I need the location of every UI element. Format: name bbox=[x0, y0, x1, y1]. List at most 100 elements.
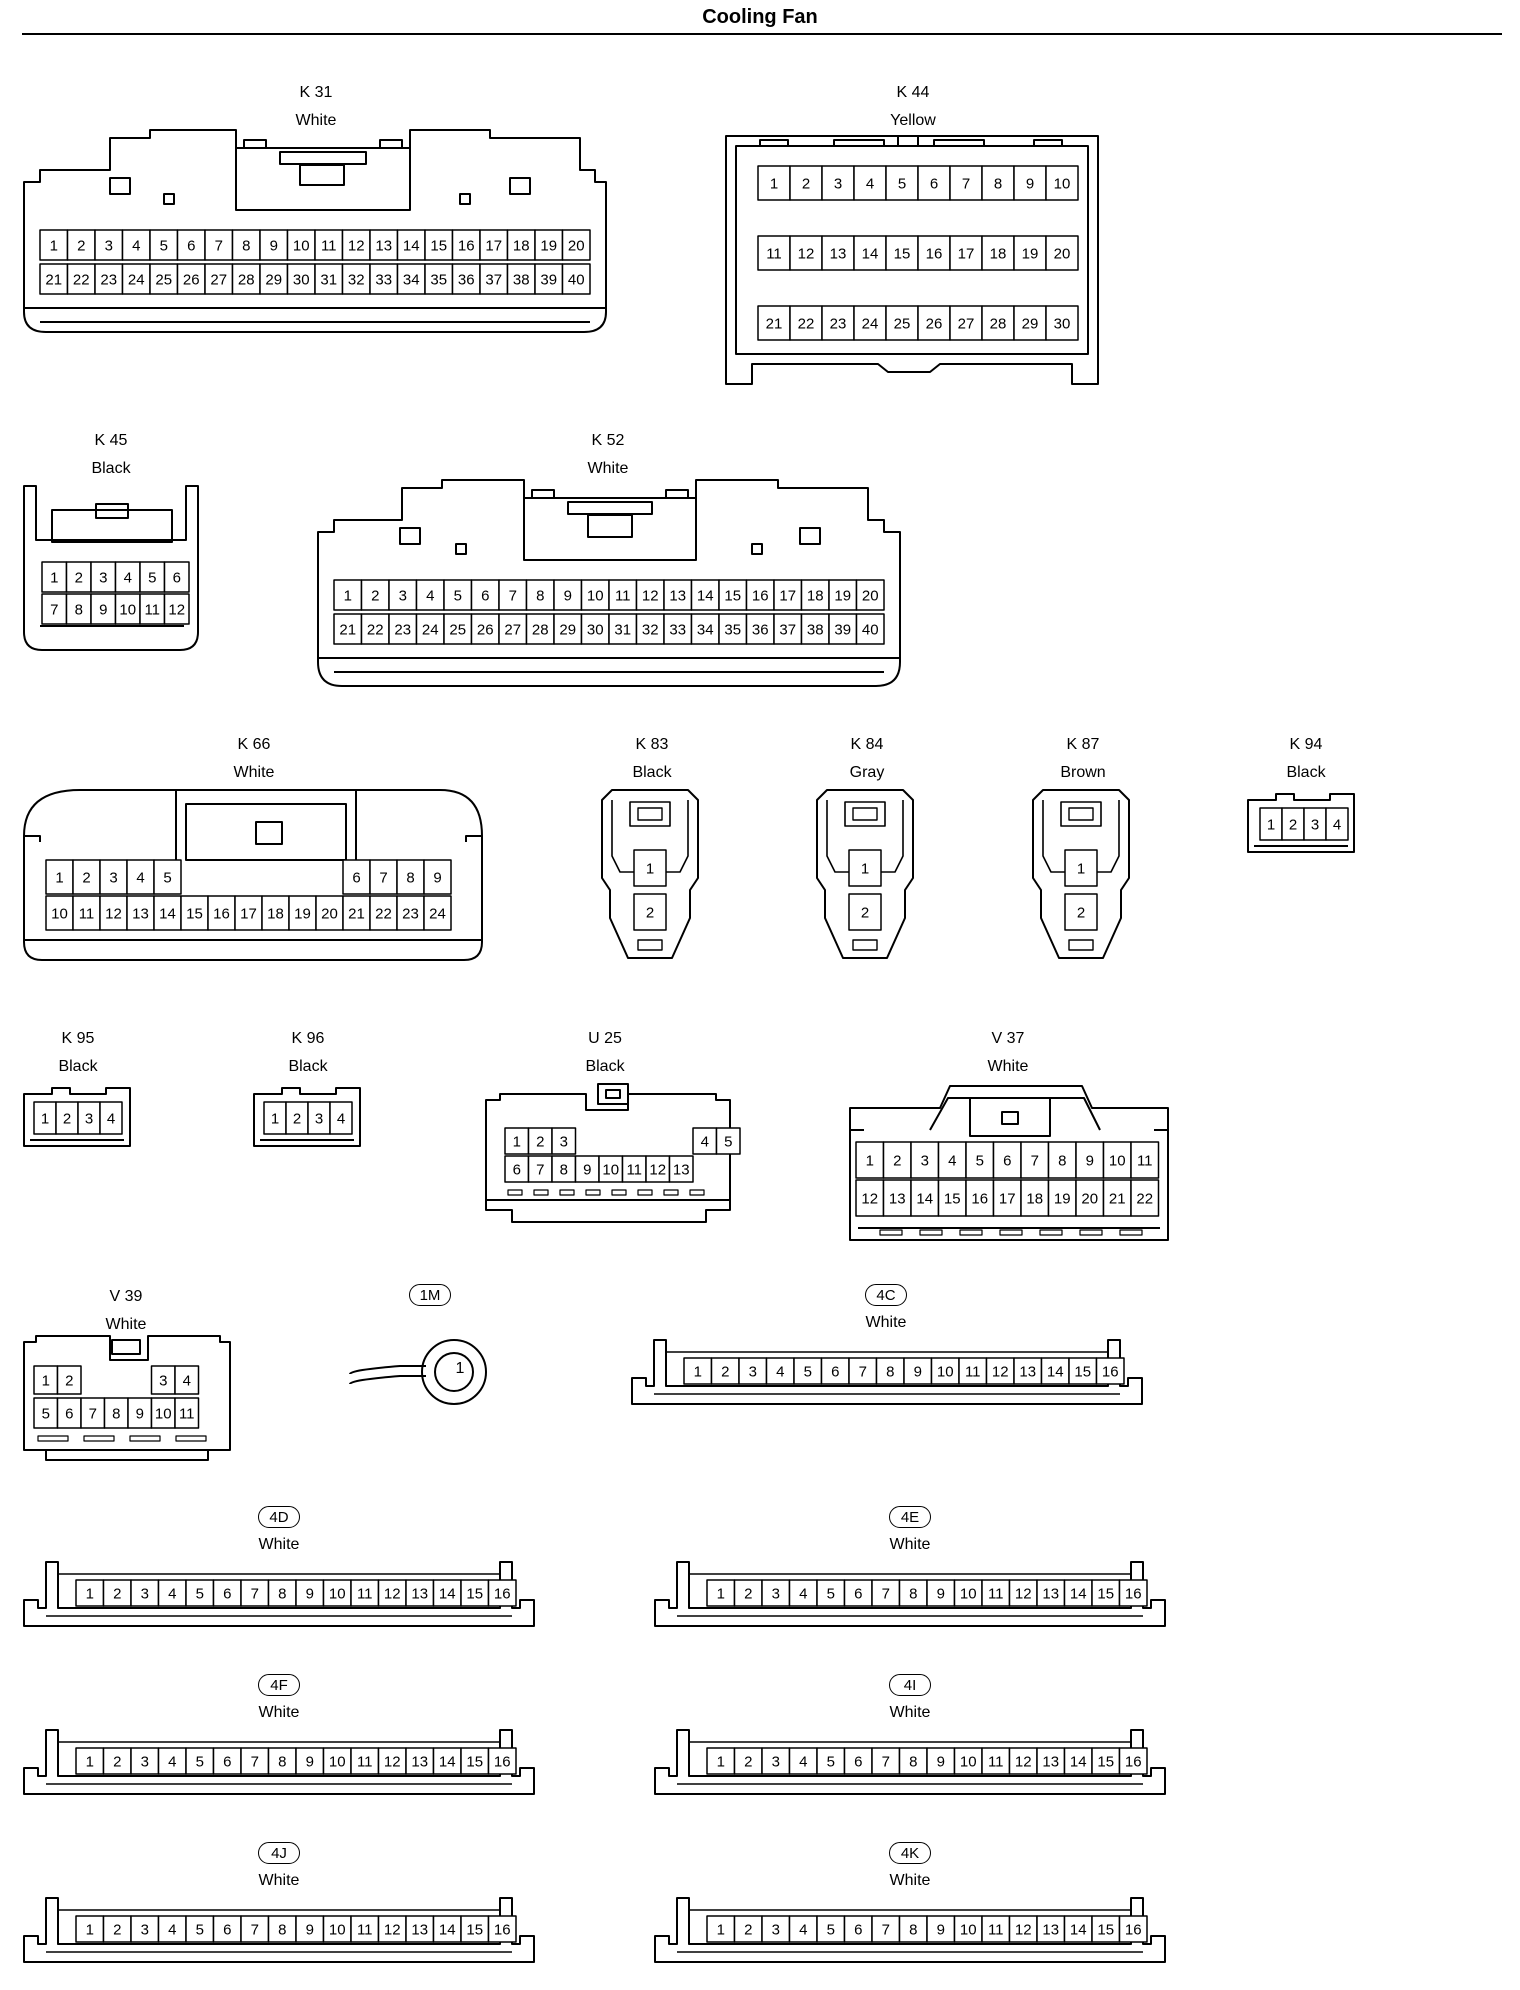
pin-k31-38: 38 bbox=[506, 263, 536, 295]
svg-text:4: 4 bbox=[136, 870, 144, 887]
pin-k52-8: 8 bbox=[525, 579, 555, 611]
connector-code-4j: 4J bbox=[258, 1842, 300, 1864]
connector-body-k95 bbox=[23, 1087, 131, 1147]
pin-4i-16: 16 bbox=[1118, 1747, 1148, 1775]
v39-slot bbox=[83, 1435, 115, 1442]
svg-text:14: 14 bbox=[1070, 1586, 1087, 1603]
svg-text:10: 10 bbox=[1054, 176, 1071, 193]
pin-k31-24: 24 bbox=[121, 263, 151, 295]
svg-text:8: 8 bbox=[1058, 1153, 1066, 1170]
pin-k66-13: 13 bbox=[126, 895, 155, 931]
connector-code-v39: V 39 bbox=[109, 1288, 143, 1305]
pin-v37-18: 18 bbox=[1020, 1179, 1050, 1217]
pin-k44-25: 25 bbox=[885, 305, 919, 341]
pin-v39-9: 9 bbox=[127, 1397, 153, 1429]
svg-text:29: 29 bbox=[265, 272, 282, 289]
svg-text:18: 18 bbox=[513, 238, 530, 255]
pin-k44-27: 27 bbox=[949, 305, 983, 341]
pin-4i-15: 15 bbox=[1091, 1747, 1121, 1775]
svg-text:1: 1 bbox=[271, 1111, 279, 1128]
pin-v37-12: 12 bbox=[855, 1179, 885, 1217]
pin-k52-35: 35 bbox=[718, 613, 748, 645]
svg-text:7: 7 bbox=[215, 238, 223, 255]
svg-text:1: 1 bbox=[50, 570, 58, 587]
svg-text:7: 7 bbox=[50, 602, 58, 619]
pin-4i-14: 14 bbox=[1063, 1747, 1093, 1775]
svg-text:27: 27 bbox=[958, 316, 975, 333]
svg-text:4: 4 bbox=[426, 588, 434, 605]
pin-4d-2: 2 bbox=[102, 1579, 132, 1607]
pin-k66-1: 1 bbox=[45, 859, 74, 895]
svg-text:24: 24 bbox=[429, 906, 446, 923]
connector-pins-k84: 12 bbox=[848, 849, 882, 931]
pin-k44-26: 26 bbox=[917, 305, 951, 341]
svg-text:16: 16 bbox=[1125, 1754, 1142, 1771]
svg-text:12: 12 bbox=[1015, 1922, 1032, 1939]
pin-k31-11: 11 bbox=[314, 229, 344, 261]
svg-text:5: 5 bbox=[42, 1406, 50, 1423]
pin-4c-8: 8 bbox=[875, 1357, 905, 1385]
svg-text:9: 9 bbox=[136, 1406, 144, 1423]
svg-text:20: 20 bbox=[1081, 1191, 1098, 1208]
pin-k52-20: 20 bbox=[855, 579, 885, 611]
pin-4e-10: 10 bbox=[953, 1579, 983, 1607]
pin-4f-7: 7 bbox=[240, 1747, 270, 1775]
svg-text:12: 12 bbox=[168, 602, 185, 619]
svg-text:11: 11 bbox=[626, 1162, 642, 1179]
svg-text:2: 2 bbox=[113, 1586, 121, 1603]
svg-text:8: 8 bbox=[242, 238, 250, 255]
svg-text:7: 7 bbox=[882, 1586, 890, 1603]
svg-text:6: 6 bbox=[223, 1754, 231, 1771]
connector-color-4e: White bbox=[889, 1536, 931, 1553]
svg-text:1: 1 bbox=[50, 238, 58, 255]
svg-text:14: 14 bbox=[403, 238, 420, 255]
svg-text:9: 9 bbox=[937, 1586, 945, 1603]
pin-4j-2: 2 bbox=[102, 1915, 132, 1943]
pin-4i-6: 6 bbox=[843, 1747, 873, 1775]
svg-text:8: 8 bbox=[278, 1754, 286, 1771]
connector-code-k44: K 44 bbox=[896, 84, 930, 101]
pin-4d-10: 10 bbox=[322, 1579, 352, 1607]
svg-text:9: 9 bbox=[99, 602, 107, 619]
svg-text:6: 6 bbox=[187, 238, 195, 255]
pin-k44-20: 20 bbox=[1045, 235, 1079, 271]
connector-pins-k87: 12 bbox=[1064, 849, 1098, 931]
svg-text:10: 10 bbox=[1109, 1153, 1126, 1170]
v37-slot bbox=[999, 1229, 1023, 1236]
u25-slot bbox=[559, 1189, 575, 1196]
connector-color-k96: Black bbox=[288, 1058, 328, 1075]
svg-text:11: 11 bbox=[615, 588, 631, 605]
pin-4k-8: 8 bbox=[898, 1915, 928, 1943]
svg-text:9: 9 bbox=[306, 1922, 314, 1939]
pin-k31-39: 39 bbox=[534, 263, 564, 295]
svg-text:10: 10 bbox=[119, 602, 136, 619]
svg-text:23: 23 bbox=[402, 906, 419, 923]
pin-k52-17: 17 bbox=[773, 579, 803, 611]
svg-text:9: 9 bbox=[306, 1586, 314, 1603]
pin-4e-4: 4 bbox=[788, 1579, 818, 1607]
svg-text:30: 30 bbox=[587, 622, 604, 639]
pin-v39-6: 6 bbox=[56, 1397, 82, 1429]
svg-text:6: 6 bbox=[930, 176, 938, 193]
connector-code-4f: 4F bbox=[258, 1674, 300, 1696]
u25-slot bbox=[663, 1189, 679, 1196]
pin-k31-15: 15 bbox=[424, 229, 454, 261]
pin-k44-28: 28 bbox=[981, 305, 1015, 341]
pin-4d-11: 11 bbox=[350, 1579, 380, 1607]
pin-k52-16: 16 bbox=[745, 579, 775, 611]
connector-color-v37: White bbox=[987, 1058, 1029, 1075]
pin-k66-15: 15 bbox=[180, 895, 209, 931]
pin-k96-3: 3 bbox=[307, 1101, 331, 1135]
pin-k52-6: 6 bbox=[470, 579, 500, 611]
pin-4c-6: 6 bbox=[820, 1357, 850, 1385]
pin-4d-1: 1 bbox=[75, 1579, 105, 1607]
pin-k44-18: 18 bbox=[981, 235, 1015, 271]
pin-v39-3: 3 bbox=[150, 1365, 176, 1395]
svg-text:4: 4 bbox=[799, 1922, 807, 1939]
pin-4d-14: 14 bbox=[432, 1579, 462, 1607]
pin-k94-2: 2 bbox=[1281, 807, 1305, 841]
pin-v37-8: 8 bbox=[1047, 1141, 1077, 1179]
svg-text:12: 12 bbox=[105, 906, 122, 923]
svg-text:3: 3 bbox=[749, 1364, 757, 1381]
